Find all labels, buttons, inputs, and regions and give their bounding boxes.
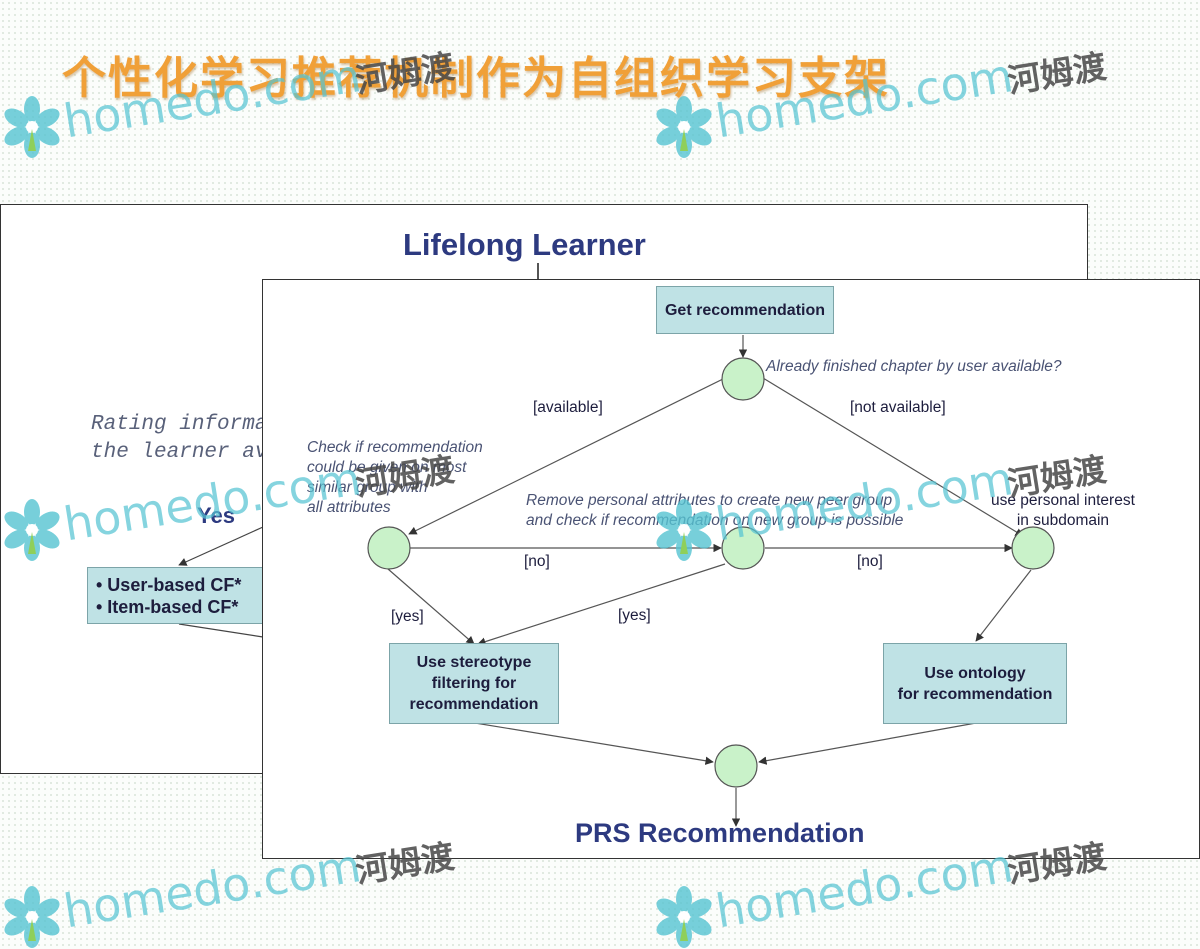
get-recommendation-box: Get recommendation	[656, 286, 834, 334]
lifelong-learner-connector	[537, 263, 539, 283]
collaborative-filtering-box: • User-based CF* • Item-based CF*	[87, 567, 267, 624]
flower-logo-icon	[656, 886, 712, 948]
flower-logo-icon	[4, 96, 60, 158]
edge-interest-to-ontology	[975, 569, 1032, 642]
remove-attributes-text: Remove personal attributes to create new…	[526, 492, 904, 529]
decision-node-right	[1011, 526, 1055, 570]
ontology-box: Use ontology for recommendation	[883, 643, 1067, 724]
edge-ontology-to-merge	[758, 722, 977, 765]
front-diagram-panel: Get recommendation Already finished chap…	[262, 279, 1200, 859]
yes-label: Yes	[197, 503, 235, 528]
no-label-1: [no]	[524, 553, 550, 570]
edge-yes-1	[387, 568, 475, 645]
merge-node	[714, 744, 758, 788]
edge-yes-2	[477, 563, 726, 646]
decision-node-left	[367, 526, 411, 570]
back-panel-arrows	[178, 526, 264, 638]
lifelong-learner-label: Lifelong Learner	[403, 227, 646, 262]
yes-label-1: [yes]	[391, 608, 424, 625]
edge-available	[408, 377, 726, 535]
no-label-2: [no]	[857, 553, 883, 570]
check-recommendation-text: Check if recommendation could be given o…	[307, 439, 483, 516]
prs-recommendation-label: PRS Recommendation	[575, 818, 865, 848]
arrow-to-cf-box	[178, 526, 264, 566]
question-label: Already finished chapter by user availab…	[766, 358, 1062, 375]
edge-not-available	[762, 377, 1024, 537]
slide-title: 个性化学习推荐机制作为自组织学习支架	[62, 53, 890, 104]
decision-node-top	[721, 357, 765, 401]
edge-stereotype-to-merge	[474, 722, 714, 765]
yes-label-2: [yes]	[618, 607, 651, 624]
cf-item-user-based: • User-based CF*	[96, 575, 242, 595]
cf-item-item-based: • Item-based CF*	[96, 597, 239, 617]
flow-diagram-canvas	[367, 335, 1055, 827]
personal-interest-text: use personal interest in subdomain	[991, 492, 1135, 529]
watermark-cn-text: 河姆渡	[1004, 46, 1109, 101]
not-available-label: [not available]	[850, 399, 946, 416]
available-label: [available]	[533, 399, 603, 416]
stereotype-filtering-box: Use stereotype filtering for recommendat…	[389, 643, 559, 724]
decision-node-middle	[721, 526, 765, 570]
cf-box-outgoing-line	[178, 623, 264, 638]
flower-logo-icon	[4, 886, 60, 948]
